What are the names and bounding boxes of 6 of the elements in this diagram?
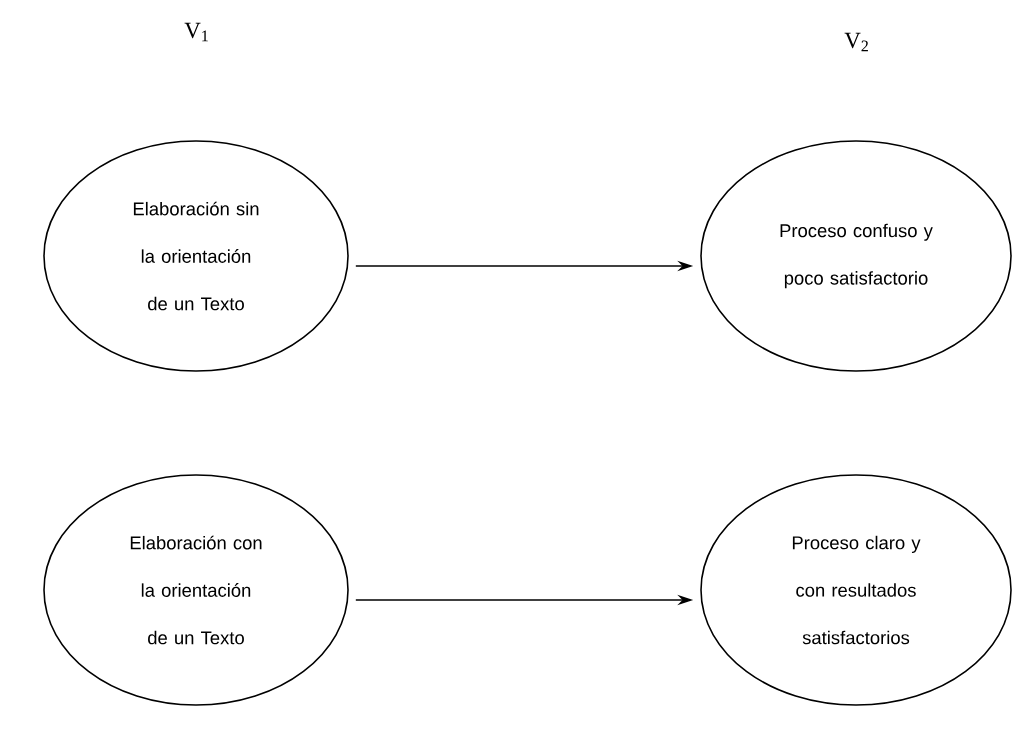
ellipse-node: Proceso claro y con resultados satisfactorios [700,474,1012,706]
ellipse-node: Elaboración con la orientación de un Texto [43,474,349,706]
ellipse-node: Proceso confuso y poco satisfactorio [700,140,1012,372]
variable-label: V$_{1}$ [184,22,208,42]
ellipse-node: Elaboración sin la orientación de un Texto [43,140,349,372]
variable-label: V$_{2}$ [844,32,868,52]
